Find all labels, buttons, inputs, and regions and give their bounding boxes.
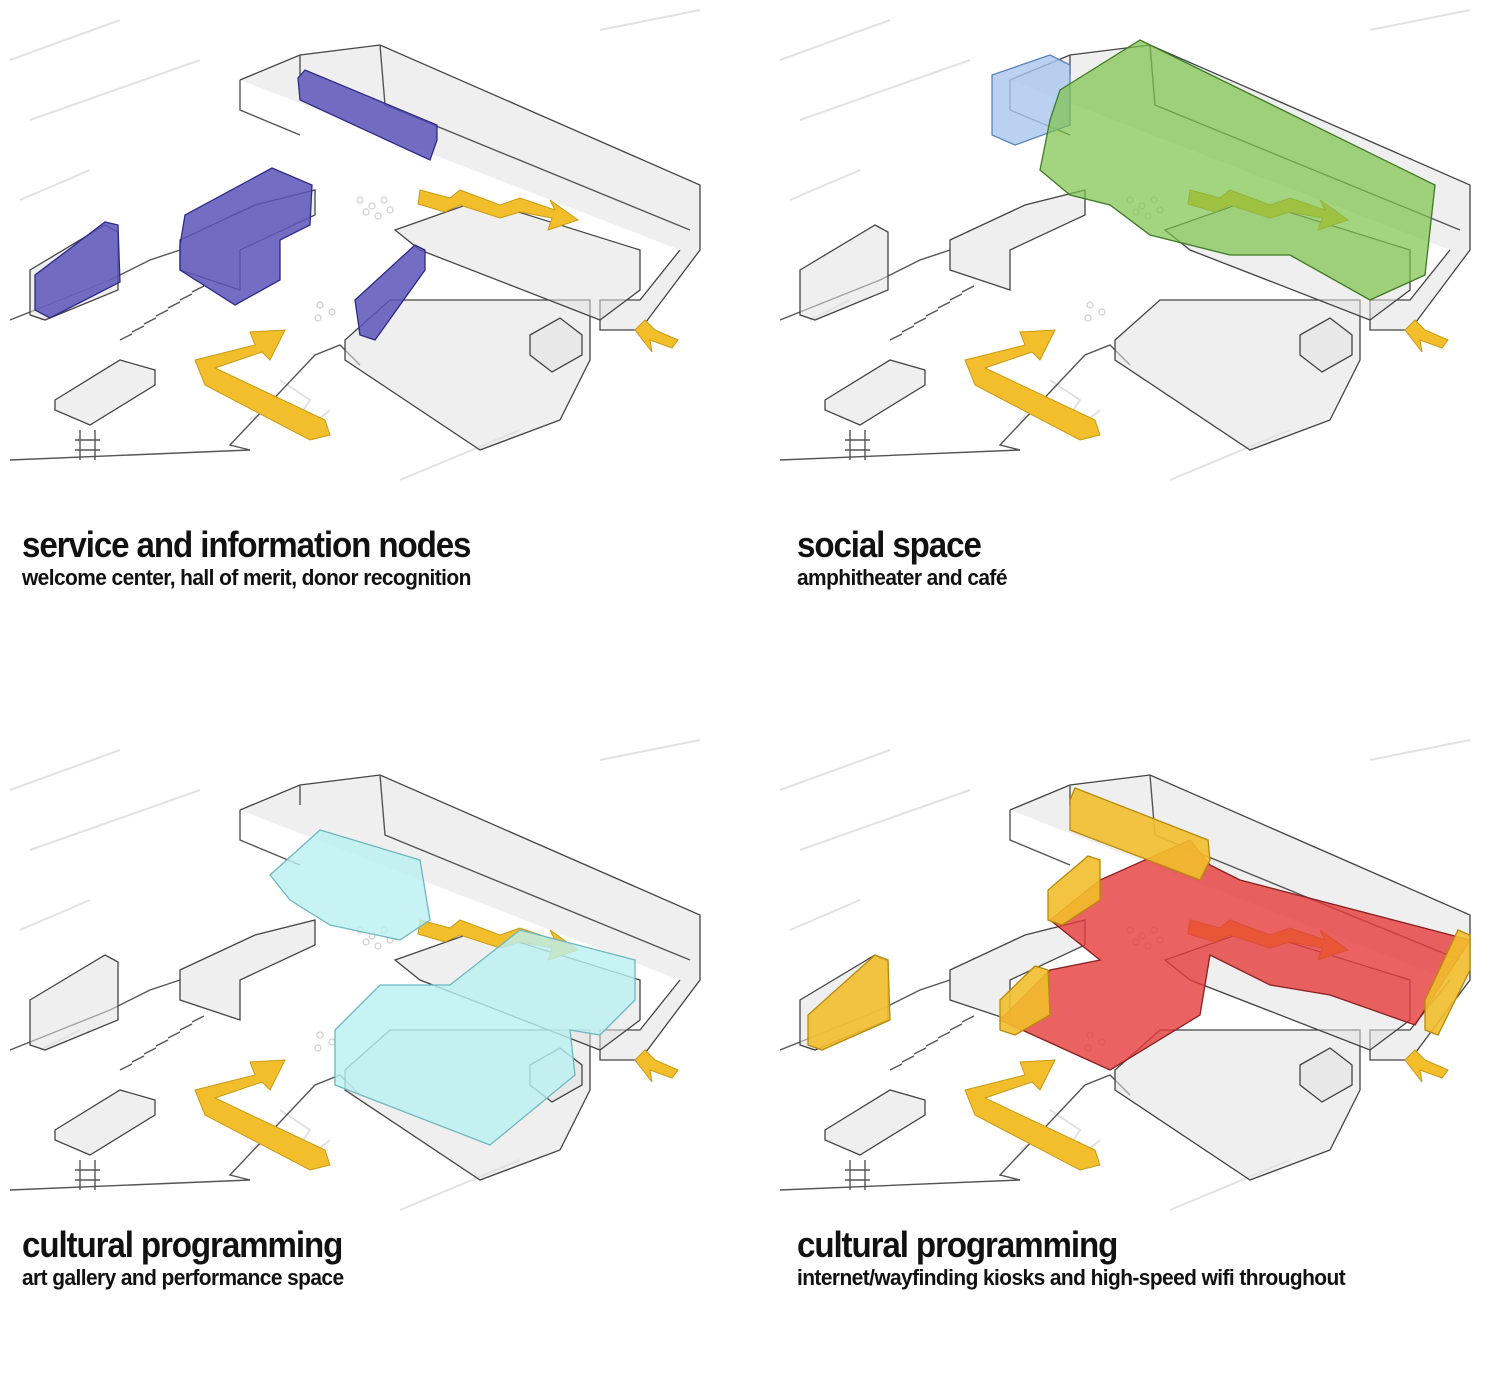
- kiosk-node-left: [807, 954, 891, 1051]
- kiosk-node-right: [1424, 929, 1471, 1036]
- panel-title: cultural programming: [22, 1224, 343, 1265]
- hall-of-merit-node: [179, 167, 313, 306]
- panel-title: social space: [797, 524, 982, 565]
- panel-subtitle: welcome center, hall of merit, donor rec…: [22, 565, 471, 590]
- cultural-kiosks-diagram: [779, 739, 1472, 1211]
- panel-subtitle: internet/wayfinding kiosks and high-spee…: [797, 1265, 1346, 1290]
- panel-service-nodes: service and information nodes welcome ce…: [0, 0, 750, 664]
- cultural-gallery-diagram: [9, 739, 701, 1211]
- service-node-highlights: [34, 69, 438, 341]
- panel-cultural-gallery: cultural programming art gallery and per…: [0, 730, 750, 1394]
- amphitheater-volume: [1039, 39, 1436, 301]
- kiosk-nodes: [807, 787, 1471, 1051]
- kiosk-node-center: [999, 965, 1051, 1036]
- performance-space-volume: [334, 929, 636, 1146]
- side-wall-node: [354, 244, 426, 341]
- wifi-coverage-area: [998, 839, 1472, 1071]
- social-space-diagram: [779, 9, 1471, 481]
- panel-social-space: social space amphitheater and café: [770, 0, 1500, 664]
- social-space-highlights: [991, 39, 1436, 301]
- panel-cultural-kiosks: cultural programming internet/wayfinding…: [770, 730, 1500, 1394]
- panel-title: service and information nodes: [22, 524, 471, 565]
- kiosk-node-rear: [1069, 787, 1211, 881]
- panel-subtitle: art gallery and performance space: [22, 1265, 344, 1290]
- panel-title: cultural programming: [797, 1224, 1118, 1265]
- kiosk-highlights: [807, 787, 1472, 1071]
- gallery-highlights: [269, 829, 636, 1146]
- panel-subtitle: amphitheater and café: [797, 565, 1007, 590]
- donor-recognition-node: [34, 221, 121, 319]
- gallery-upper-volume: [269, 829, 431, 941]
- kiosk-node-upper: [1047, 855, 1101, 926]
- welcome-center-node: [297, 69, 438, 161]
- service-nodes-diagram: [9, 9, 701, 481]
